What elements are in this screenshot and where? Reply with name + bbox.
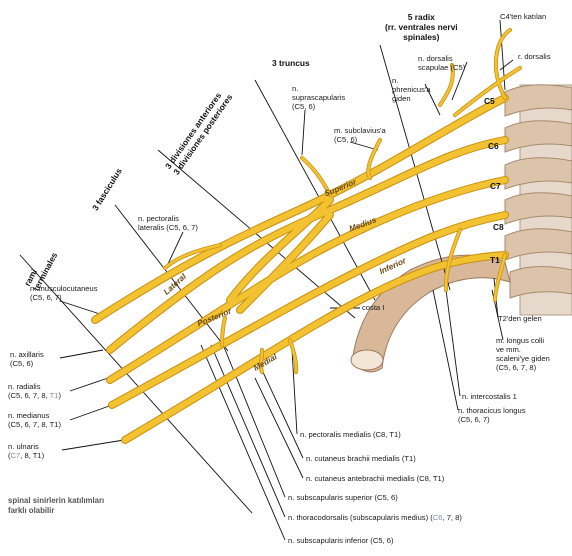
label-r-dorsalis: r. dorsalis bbox=[518, 52, 551, 61]
label-longus-colli: m. longus colli ve mm. scaleni'ye giden … bbox=[496, 336, 550, 372]
label-thoracicus-longus: n. thoracicus longus (C5, 6, 7) bbox=[458, 406, 526, 424]
label-pectoralis-medialis: n. pectoralis medialis (C8, T1) bbox=[300, 430, 401, 439]
label-c4: C4'ten katılan bbox=[500, 12, 547, 21]
note-variation: spinal sinirlerin katılımları farklı ola… bbox=[8, 496, 105, 515]
root-c8: C8 bbox=[493, 222, 504, 232]
label-phrenicus: n. phrenicus'a giden bbox=[392, 76, 431, 103]
nerve-trunks bbox=[91, 28, 522, 444]
root-t1: T1 bbox=[490, 255, 500, 265]
header-radix: 5 radix (rr. ventrales nervi spinales) bbox=[385, 12, 458, 42]
label-axillaris: n. axillaris (C5, 6) bbox=[10, 350, 44, 368]
root-c5: C5 bbox=[484, 96, 495, 106]
root-c7: C7 bbox=[490, 181, 501, 191]
label-costa: costa I bbox=[362, 303, 385, 312]
label-cutaneus-antebrachii: n. cutaneus antebrachii medialis (C8, T1… bbox=[306, 474, 445, 483]
thoracodorsalis-text: n. thoracodorsalis (subscapularis medius… bbox=[288, 513, 433, 522]
label-ulnaris: n. ulnaris (C7, 8, T1) bbox=[8, 442, 44, 460]
label-dorsalis-scapulae: n. dorsalis scapulae (C5) bbox=[418, 54, 466, 72]
radialis-t1: T1 bbox=[49, 391, 59, 400]
leader-lines bbox=[19, 19, 514, 541]
ulnaris-rest: , 8, T1) bbox=[20, 451, 45, 460]
label-intercostalis: n. intercostalis 1 bbox=[462, 392, 517, 401]
label-medianus: n. medianus (C5, 6, 7, 8, T1) bbox=[8, 411, 62, 429]
label-musculocutaneus: n. musculocutaneus (C5, 6, 7) bbox=[30, 284, 98, 302]
ulnaris-text: n. ulnaris ( bbox=[8, 442, 39, 460]
label-radialis: n. radialis (C5, 6, 7, 8, T1) bbox=[8, 382, 61, 400]
label-subscapularis-superior: n. subscapularis superior (C5, 6) bbox=[288, 493, 398, 502]
root-c6: C6 bbox=[488, 141, 499, 151]
ulnaris-c7: C7 bbox=[10, 451, 21, 460]
radialis-text: n. radialis (C5, 6, 7, 8, bbox=[8, 382, 48, 400]
label-thoracodorsalis: n. thoracodorsalis (subscapularis medius… bbox=[288, 513, 462, 522]
thoracodorsalis-c6: C6 bbox=[432, 513, 443, 522]
label-pectoralis-lateralis: n. pectoralis lateralis (C5, 6, 7) bbox=[138, 214, 198, 232]
radialis-close: ) bbox=[58, 391, 62, 400]
label-subscapularis-inferior: n. subscapularis inferior (C5, 6) bbox=[288, 536, 394, 545]
vertebral-column bbox=[504, 84, 572, 316]
label-suprascapularis: n. suprascapularis (C5, 6) bbox=[292, 84, 346, 111]
label-cutaneus-brachii: n. cutaneus brachii medialis (T1) bbox=[306, 454, 416, 463]
thoracodorsalis-rest: , 7, 8) bbox=[442, 513, 462, 522]
label-subclavius: m. subclavius'a (C5, 6) bbox=[334, 126, 386, 144]
label-t2: T2'den gelen bbox=[498, 314, 542, 323]
header-truncus: 3 truncus bbox=[272, 58, 310, 68]
